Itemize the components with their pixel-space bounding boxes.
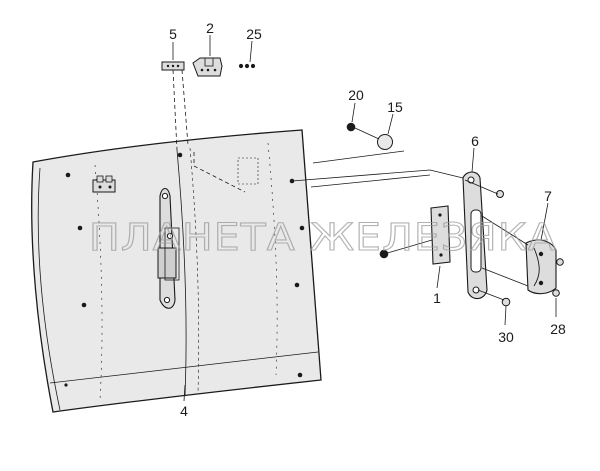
part-7-clip (525, 239, 564, 297)
watermark-text: ПЛАНЕТА ЖЕЛЕЗЯКА (89, 216, 557, 259)
panel-hinge (157, 187, 180, 309)
part-25-fasteners (238, 63, 256, 69)
part-1-plate (430, 205, 451, 265)
part-5-plate (161, 61, 185, 71)
callout-25: 25 (246, 26, 262, 42)
panel-latch-bracket (92, 175, 116, 193)
callout-20: 20 (348, 87, 364, 103)
callout-1: 1 (433, 290, 441, 306)
assembly-lines (172, 35, 557, 402)
callouts: 5 2 25 20 15 6 7 1 30 28 4 (169, 20, 566, 419)
callout-5: 5 (169, 26, 177, 42)
part-6-bracket-plate (462, 171, 504, 300)
part-15-washer (377, 134, 393, 150)
part-2-bracket (192, 57, 223, 77)
callout-6: 6 (471, 133, 479, 149)
callout-2: 2 (206, 20, 214, 36)
part-20-nut (346, 122, 356, 132)
callout-4: 4 (180, 403, 188, 419)
callout-7: 7 (544, 188, 552, 204)
callout-28: 28 (550, 321, 566, 337)
callout-15: 15 (387, 99, 403, 115)
part-30-bolt (501, 297, 511, 307)
callout-30: 30 (498, 329, 514, 345)
